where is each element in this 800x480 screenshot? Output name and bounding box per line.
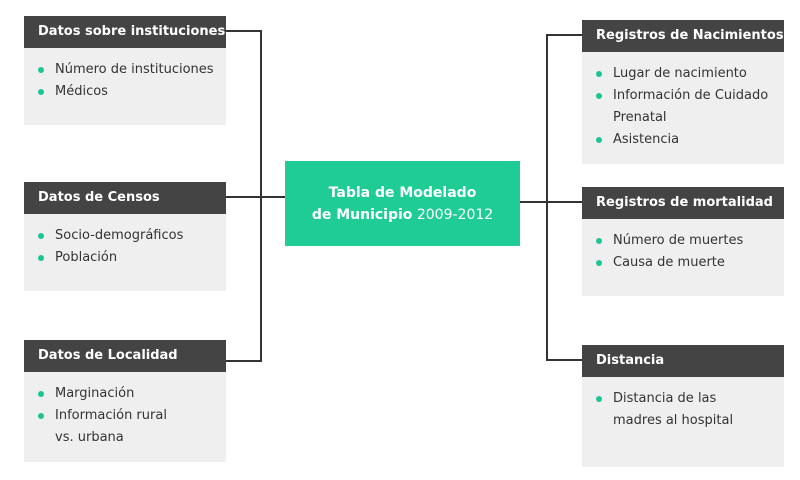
- box-body: Marginación Información rural vs. urbana: [24, 372, 226, 462]
- box-title: Distancia: [582, 345, 784, 377]
- box-body: Socio-demográficos Población: [24, 214, 226, 291]
- central-node: Tabla de Modelado de Municipio 2009-2012: [285, 161, 520, 246]
- box-datos-censos: Datos de Censos Socio-demográficos Pobla…: [24, 182, 226, 291]
- list-item: Socio-demográficos: [38, 225, 216, 247]
- list-item: Marginación: [38, 383, 186, 405]
- list-item: Distancia de las madres al hospital: [596, 388, 744, 432]
- list-item: Asistencia: [596, 129, 772, 151]
- list-item: Número de muertes: [596, 230, 774, 252]
- box-title: Datos de Localidad: [24, 340, 226, 372]
- list-item: Lugar de nacimiento: [596, 63, 772, 85]
- list-item: Población: [38, 247, 216, 269]
- box-title: Datos sobre instituciones: [24, 16, 226, 48]
- list-item: Número de instituciones: [38, 59, 216, 81]
- box-title: Datos de Censos: [24, 182, 226, 214]
- central-years: 2009-2012: [412, 206, 494, 223]
- list-item: Información rural vs. urbana: [38, 405, 186, 449]
- box-distancia: Distancia Distancia de las madres al hos…: [582, 345, 784, 467]
- list-item: Médicos: [38, 81, 216, 103]
- left-bracket: [226, 30, 285, 362]
- box-body: Distancia de las madres al hospital: [582, 377, 784, 467]
- box-datos-localidad: Datos de Localidad Marginación Informaci…: [24, 340, 226, 462]
- list-item: Causa de muerte: [596, 252, 774, 274]
- central-title-line2: de Municipio: [311, 206, 413, 223]
- list-item: Información de Cuidado Prenatal: [596, 85, 772, 129]
- box-title: Registros de mortalidad: [582, 187, 784, 219]
- box-title: Registros de Nacimientos: [582, 20, 784, 52]
- box-registros-nacimientos: Registros de Nacimientos Lugar de nacimi…: [582, 20, 784, 164]
- box-body: Número de instituciones Médicos: [24, 48, 226, 125]
- box-body: Número de muertes Causa de muerte: [582, 219, 784, 296]
- box-registros-mortalidad: Registros de mortalidad Número de muerte…: [582, 187, 784, 296]
- right-bracket: [520, 34, 582, 361]
- box-datos-instituciones: Datos sobre instituciones Número de inst…: [24, 16, 226, 125]
- box-body: Lugar de nacimiento Información de Cuida…: [582, 52, 784, 164]
- central-title-line1: Tabla de Modelado: [328, 184, 477, 201]
